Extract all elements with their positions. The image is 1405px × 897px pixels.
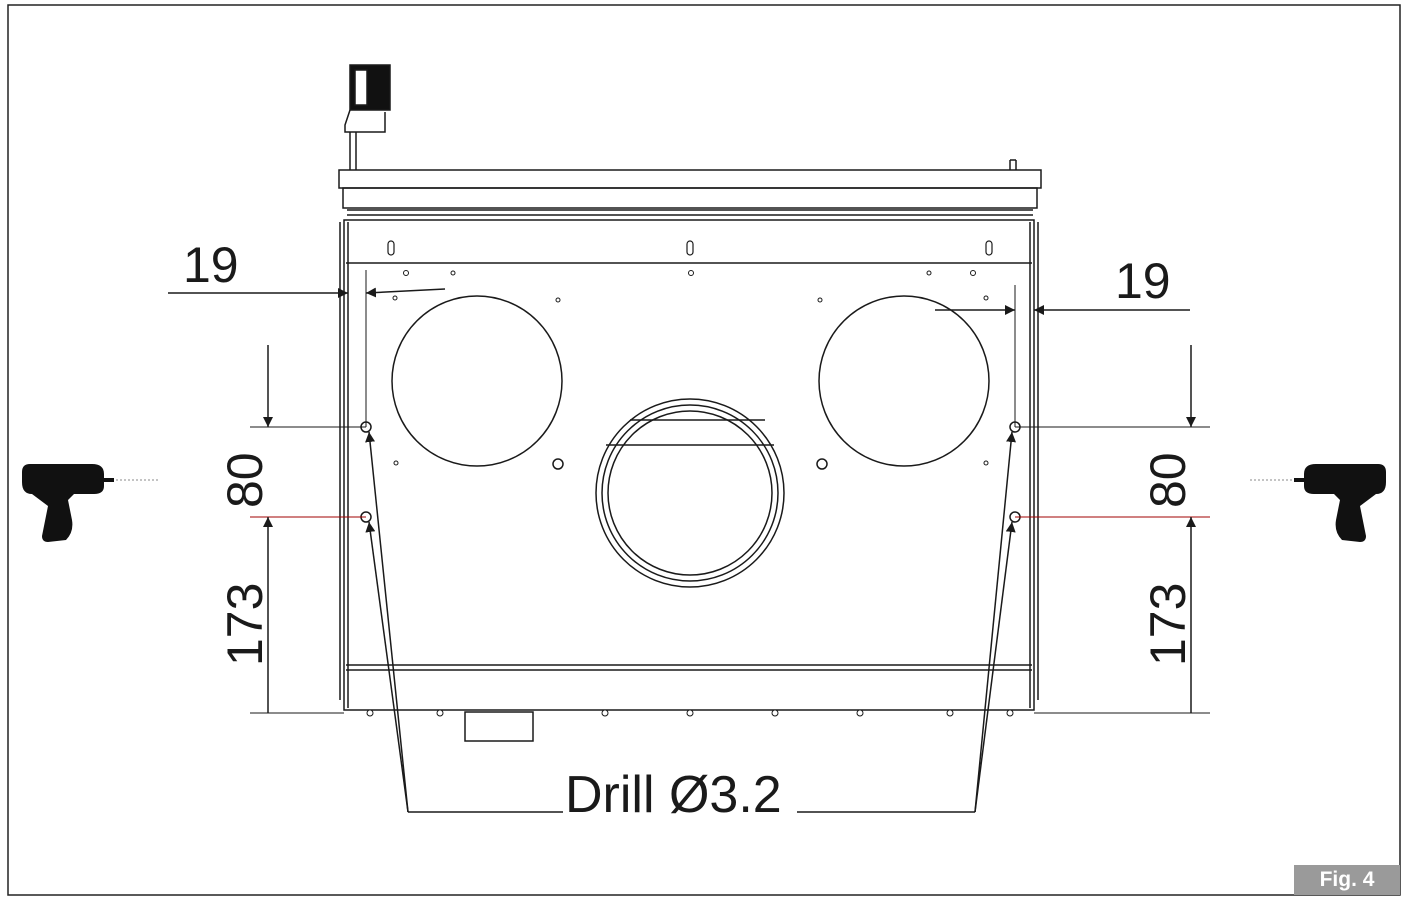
dim-right-bottom-label: 173 [1140,583,1196,666]
dim-left-spacing-label: 80 [217,452,273,508]
unit-body [339,219,1039,711]
top-bracket [344,64,391,170]
figure-label: Fig. 4 [1294,865,1400,895]
drawing-frame [7,4,1401,896]
duct-opening-center [595,398,785,588]
dim-left-19-lines [168,287,446,298]
drill-icon [22,464,158,542]
small-holes [392,270,989,466]
dim-left-edge-label: 19 [183,237,239,293]
drill-leader-lines [365,431,1017,813]
bottom-fixings [366,709,1014,717]
bottom-drain [464,711,534,742]
unit-top-flange [338,159,1042,216]
extension-lines [250,270,1210,714]
drill-callout: Drill Ø3.2 [565,766,782,824]
duct-opening-left [391,295,563,467]
dim-right-edge-label: 19 [1115,253,1171,309]
dim-right-spacing-label: 80 [1140,452,1196,508]
screws [360,421,1021,523]
dim-left-bottom-label: 173 [217,583,273,666]
duct-opening-right [818,295,990,467]
mounting-slots [387,240,993,256]
drill-icon [1250,464,1386,542]
